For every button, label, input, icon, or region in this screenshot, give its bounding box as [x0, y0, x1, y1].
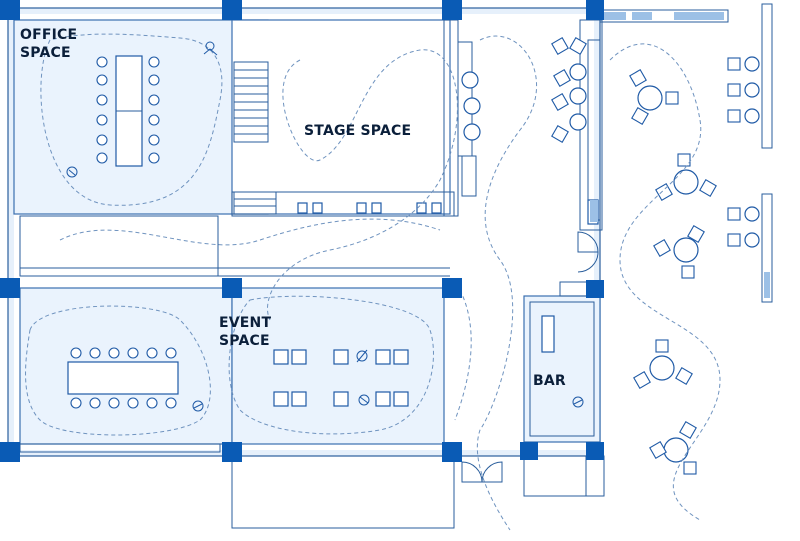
stage-room [231, 19, 451, 215]
event-space-label-line1: EVENT [219, 315, 272, 331]
office-chairs [96, 56, 160, 164]
entrance-porch [231, 455, 455, 529]
outdoor-seating [599, 3, 773, 475]
lounge-chairs [551, 37, 587, 143]
circulation-paths [25, 33, 721, 531]
bar-label: BAR [533, 373, 566, 389]
structural-columns [0, 0, 604, 462]
plant-icon [590, 12, 770, 298]
office-space-label-line2: SPACE [20, 45, 71, 61]
office-space-label-line1: OFFICE [20, 27, 78, 43]
stage-space-label: STAGE SPACE [304, 123, 412, 139]
office-space-label: OFFICE SPACE [20, 26, 77, 62]
stage-steps [231, 191, 455, 217]
event-table [67, 361, 179, 395]
bar-stools [461, 63, 587, 141]
stair-icon [233, 61, 277, 215]
event-space-label-line2: SPACE [219, 333, 270, 349]
event-chairs [70, 347, 177, 409]
event-small-tables [273, 349, 409, 407]
door-icon [461, 231, 599, 483]
event-room-right [231, 287, 445, 445]
event-space-label: EVENT SPACE [219, 314, 271, 350]
bar-room [523, 295, 601, 443]
person-icon [66, 41, 584, 412]
office-table [115, 55, 143, 167]
